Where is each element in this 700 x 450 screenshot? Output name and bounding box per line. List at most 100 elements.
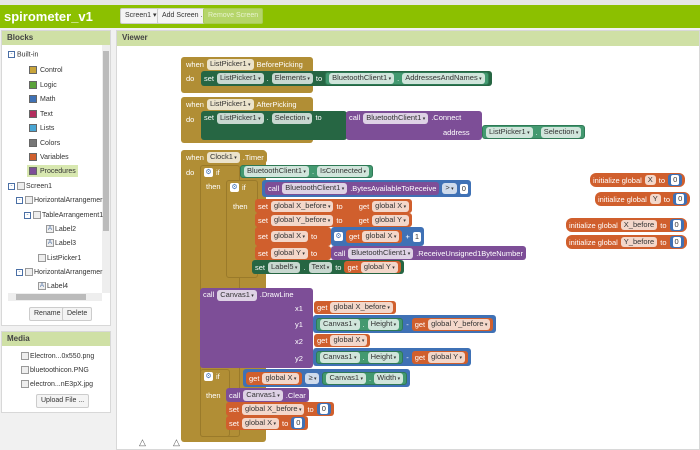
field-dropdown[interactable]: AddressesAndNames — [402, 73, 485, 84]
field-dropdown[interactable]: global X_before — [330, 302, 393, 313]
field-dropdown[interactable]: Y — [649, 194, 661, 204]
field-dropdown[interactable]: BluetoothClient1 — [363, 113, 429, 124]
block-text[interactable]: 0 — [676, 194, 685, 204]
vertical-scrollbar[interactable] — [102, 45, 110, 293]
getter-canvas-height[interactable]: Canvas1.Height — [316, 317, 404, 331]
field-dropdown[interactable]: Selection — [540, 126, 582, 138]
number-field[interactable]: 0 — [294, 418, 303, 428]
drawer-colors[interactable]: Colors — [29, 139, 60, 147]
field-dropdown[interactable]: global Y_before — [271, 214, 334, 226]
drawer-lists[interactable]: Lists — [29, 124, 54, 132]
component-dropdown[interactable]: ListPicker1 — [206, 58, 254, 70]
block-text[interactable]: 0 — [671, 175, 680, 185]
drawer-variables[interactable]: Variables — [29, 153, 69, 161]
horizontal-scrollbar[interactable] — [8, 293, 102, 301]
field-dropdown[interactable]: global X — [330, 335, 368, 346]
field-dropdown[interactable]: BluetoothClient1 — [244, 166, 309, 177]
drawer-control[interactable]: Control — [29, 66, 63, 74]
gear-icon[interactable]: ⚙ — [204, 168, 213, 177]
field-dropdown[interactable]: Label5 — [268, 261, 301, 273]
block-text[interactable]: 0 — [672, 237, 681, 247]
drawer-text[interactable]: Text — [29, 110, 53, 118]
tree-horizontal2[interactable]: -HorizontalArrangemer — [16, 268, 102, 276]
drawer-procedures[interactable]: Procedures — [27, 165, 78, 177]
rename-button[interactable]: Rename — [29, 307, 66, 321]
field-dropdown[interactable]: global X — [271, 231, 309, 242]
field-dropdown[interactable]: Canvas1 — [320, 318, 360, 330]
field-dropdown[interactable]: ListPicker1 — [217, 113, 264, 124]
remove-screen-button[interactable]: Remove Screen — [203, 8, 264, 24]
gear-icon[interactable]: ⚙ — [230, 183, 239, 192]
getter-canvas-width[interactable]: Canvas1.Width — [322, 371, 408, 385]
field-dropdown[interactable]: BluetoothClient1 — [282, 183, 348, 194]
field-dropdown[interactable]: Text — [308, 261, 333, 273]
call-receive-byte[interactable]: callBluetoothClient1.ReceiveUnsigned1Byt… — [331, 246, 526, 260]
collapse-icon[interactable]: - — [8, 182, 15, 190]
screen-select[interactable]: Screen1 ▾ — [120, 8, 162, 24]
field-dropdown[interactable]: ListPicker1 — [486, 126, 533, 138]
collapse-icon[interactable]: - — [8, 51, 15, 58]
tree-screen1[interactable]: -Screen1 — [8, 182, 52, 190]
field-dropdown[interactable]: X_before — [620, 220, 658, 230]
field-dropdown[interactable]: Canvas1 — [320, 351, 360, 363]
number-field[interactable]: 0 — [319, 404, 328, 414]
field-dropdown[interactable]: BluetoothClient1 — [348, 247, 414, 259]
media-file[interactable]: Electron...0x550.png — [21, 352, 94, 360]
getter-addresses[interactable]: BluetoothClient1.AddressesAndNames — [325, 72, 489, 85]
collapse-icon[interactable]: - — [16, 196, 23, 204]
field-dropdown[interactable]: Width — [374, 372, 404, 384]
field-dropdown[interactable]: global X — [262, 372, 300, 384]
field-dropdown[interactable]: X — [644, 175, 656, 185]
operator-dropdown[interactable]: ≥ — [305, 372, 320, 384]
tree-listpicker1[interactable]: ListPicker1 — [38, 254, 81, 262]
tree-horizontal1[interactable]: -HorizontalArrangemer — [16, 196, 102, 204]
media-file[interactable]: electron...nE3pX.jpg — [21, 380, 93, 388]
call-bytes-available[interactable]: callBluetoothClient1.BytesAvailableToRec… — [265, 182, 440, 195]
warning-toggle-icon[interactable]: △ — [139, 437, 146, 447]
field-dropdown[interactable]: IsConnected — [317, 166, 370, 177]
field-dropdown[interactable]: Elements — [271, 73, 313, 84]
field-dropdown[interactable]: Canvas1 — [243, 389, 283, 401]
getter-selection[interactable]: ListPicker1.Selection — [482, 125, 586, 139]
delete-button[interactable]: Delete — [62, 307, 93, 321]
compare-block[interactable]: callBluetoothClient1.BytesAvailableToRec… — [262, 180, 471, 197]
field-dropdown[interactable]: global Y — [360, 261, 398, 273]
media-file[interactable]: bluetoothicon.PNG — [21, 366, 89, 374]
if-canvas-width-block[interactable]: ⚙if — [200, 369, 230, 437]
upload-file-button[interactable]: Upload File ... — [36, 394, 90, 408]
getter-canvas-height[interactable]: Canvas1.Height — [316, 350, 404, 364]
field-dropdown[interactable]: ListPicker1 — [206, 98, 254, 110]
tree-table1[interactable]: -TableArrangement1 — [24, 211, 103, 219]
field-dropdown[interactable]: BluetoothClient1 — [329, 73, 395, 84]
operator-dropdown[interactable]: > — [442, 183, 457, 194]
field-dropdown[interactable]: Selection — [271, 113, 313, 124]
number-field[interactable]: 0 — [459, 183, 468, 194]
drawer-logic[interactable]: Logic — [29, 81, 57, 89]
block-text[interactable]: 0 — [672, 220, 681, 230]
collapse-icon[interactable]: - — [24, 211, 31, 219]
field-dropdown[interactable]: global X_before — [271, 200, 334, 212]
field-dropdown[interactable]: Canvas1 — [217, 290, 257, 301]
gear-icon[interactable]: ⚙ — [204, 372, 213, 381]
number-field[interactable]: 1 — [412, 231, 422, 242]
